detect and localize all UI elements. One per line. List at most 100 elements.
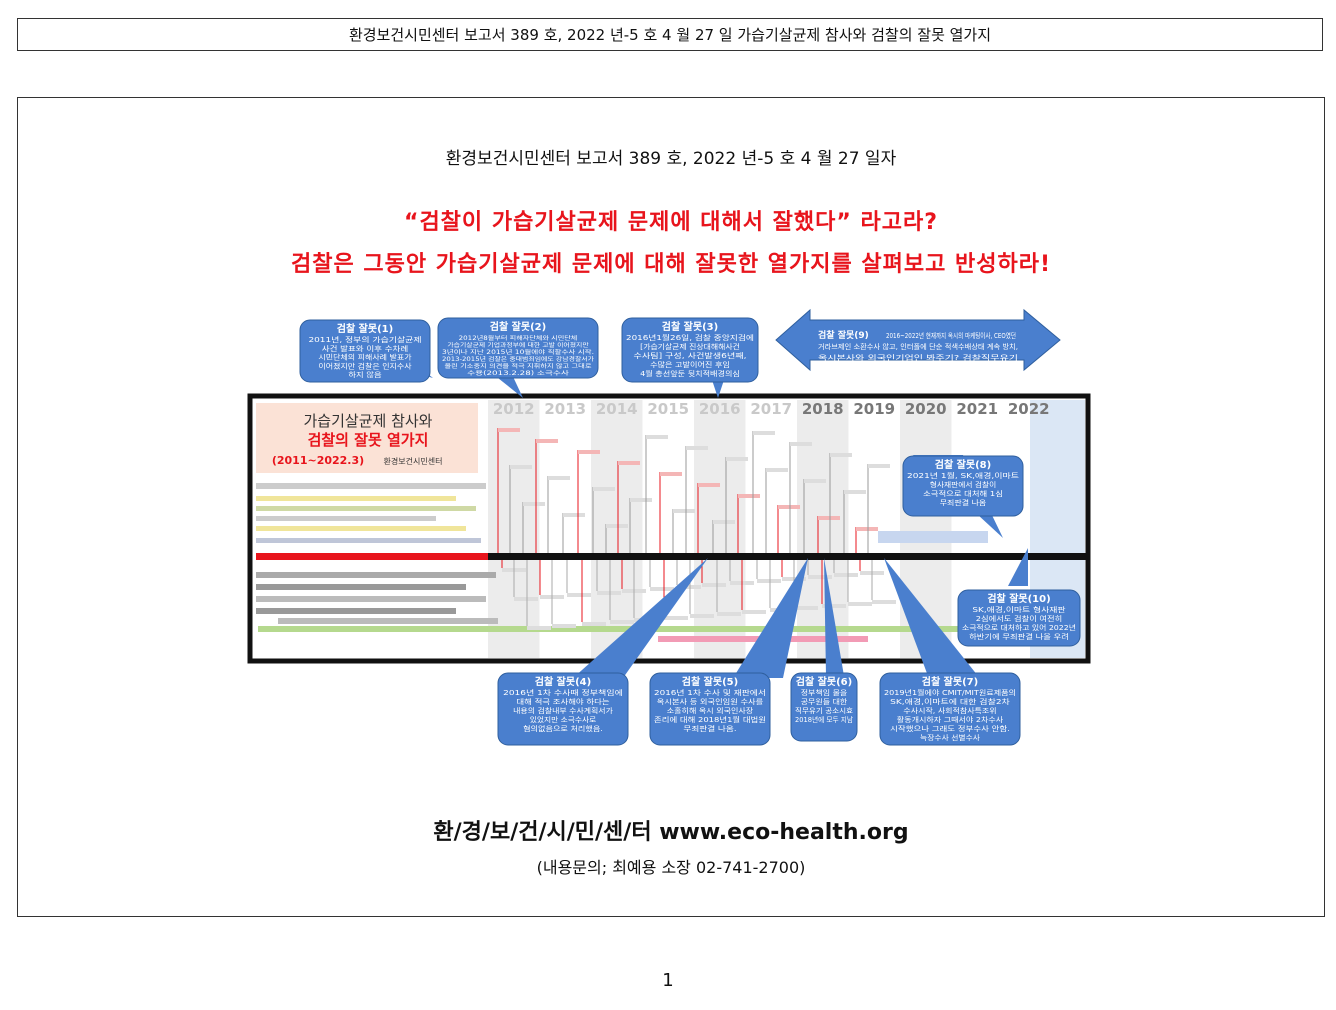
callout-line: 형사재판에서 검찰이	[930, 480, 997, 489]
callout-box	[902, 455, 1024, 517]
inner-title-2: 검찰의 잘못 열가지	[308, 431, 429, 449]
inner-org: 환경보건시민센터	[384, 456, 443, 466]
callout-line: 2011년, 정부의 가습기살균제	[308, 335, 421, 344]
callout-line: 2019년1월에야 CMIT/MIT원료제품의	[884, 688, 1016, 697]
event-label	[808, 575, 832, 579]
event-label	[552, 624, 576, 628]
callout-line: SK,애경,이마트 형사재판	[972, 605, 1066, 614]
inner-title-box	[256, 403, 478, 473]
callout-line: 2021년 1월, SK,애경,이마트	[907, 471, 1020, 480]
event-label	[726, 457, 748, 461]
event-label	[523, 502, 545, 506]
callout-title: 검찰 잘못(8)	[935, 458, 991, 471]
callout-box	[437, 317, 599, 379]
callout-box	[790, 672, 858, 742]
event-label	[822, 604, 846, 608]
callout-9-title: 검찰 잘못(9)	[818, 329, 869, 341]
callout-line: 수많은 고발이어진 후임	[650, 360, 730, 369]
callout-line: 2018년에 모두 지남	[795, 715, 854, 724]
callout-line: 무죄판결 나옴	[940, 498, 987, 507]
event-label	[610, 620, 634, 624]
callout-line: 가습기살균제 기업과정부에 대한 고발 이어졌지만	[447, 341, 589, 349]
event-label	[536, 439, 558, 443]
event-label	[713, 520, 735, 524]
callout-10-pointer	[1008, 548, 1028, 586]
year-label-2019: 2019	[853, 400, 895, 418]
report-box: 환경보건시민센터 보고서 389 호, 2022 년-5 호 4 월 27 일자…	[17, 97, 1325, 917]
callout-line: 시작했으나 그래도 정부수사 안함.	[890, 724, 1010, 733]
event-label	[606, 524, 628, 528]
event-label	[664, 616, 688, 620]
callout-line: 2016년1월26일, 검찰 중앙지검에	[626, 333, 754, 342]
event-label	[790, 442, 812, 446]
callout-line: 내용의 검찰내부 수사계획서가	[513, 706, 613, 715]
event-label	[698, 483, 720, 487]
event-label	[702, 583, 726, 587]
event-label	[514, 597, 538, 601]
callout-box	[621, 317, 759, 383]
callout-line: 옥시본사 등 외국인임원 수사를	[657, 697, 764, 706]
callout-line: [가습기살균제 진상대해해사건	[640, 342, 740, 351]
callout-9-line: 옥시본사와 외국인기업인 봐주기? 검찰직무유기	[818, 353, 1018, 362]
callout-line: 하반기에 무죄판결 나올 우려	[969, 632, 1069, 641]
callout-title: 검찰 잘못(1)	[337, 322, 393, 335]
callout-line: 공무원들 대한	[801, 697, 848, 706]
callout-line: 소홀히해 옥시 외국인사장	[667, 706, 754, 715]
callout-line: 수사시작, 사회적참사특조위	[903, 706, 996, 715]
callout-line: 4월 총선앞둔 뒷치적배경의심	[640, 369, 740, 378]
year-label-2018: 2018	[802, 400, 844, 418]
event-label	[618, 461, 640, 465]
callout-title: 검찰 잘못(2)	[490, 320, 546, 333]
callout-line: SK,애경,이마트에 대한 검찰2차	[890, 697, 1010, 706]
green-band	[258, 626, 878, 632]
year-label-2022: 2022	[1008, 400, 1050, 418]
page-header: 환경보건시민센터 보고서 389 호, 2022 년-5 호 4 월 27 일 …	[17, 18, 1323, 51]
callout-line: 있었지만 소극수사로	[530, 715, 597, 724]
callout-9-line: 거라브제인 소환수사 않고, 인터폴에 단순 적색수배상태 계속 방치,	[818, 342, 1018, 351]
event-label	[766, 468, 788, 472]
year-columns	[488, 400, 952, 658]
year-label-2016: 2016	[699, 400, 741, 418]
callout-title: 검찰 잘못(10)	[987, 592, 1050, 605]
timeline-bar-early	[256, 553, 488, 560]
year-label-2020: 2020	[905, 400, 947, 418]
callout-line: 늑장수사 선별수사	[920, 733, 980, 742]
event-label	[582, 622, 606, 626]
callout-line: 소극적으로 대처하고 있어 2022년	[962, 623, 1076, 632]
event-label	[757, 579, 781, 583]
event-label	[646, 435, 668, 439]
event-label	[872, 600, 896, 604]
callout-line: 무죄판결 나옴.	[683, 724, 736, 733]
event-label	[660, 472, 682, 476]
callout-6-pointer	[824, 558, 844, 676]
event-label	[818, 516, 840, 520]
event-label	[830, 453, 852, 457]
year-label-2021: 2021	[956, 400, 998, 418]
callout-title: 검찰 잘못(3)	[662, 320, 718, 333]
callout-line: 2016년 1차 수사때 정부책임에	[503, 688, 623, 697]
callout-9-line: 2016~2022년 현재까지 옥시의 마케팅이사, CEO였던	[886, 331, 1016, 340]
callout-line: 3년이나 지난 2015년 10월에야 직할수사 시작.	[442, 348, 594, 356]
event-label	[673, 509, 695, 513]
year-label-2013: 2013	[544, 400, 586, 418]
event-label	[742, 610, 766, 614]
callout-box	[879, 672, 1021, 746]
event-label	[597, 591, 621, 595]
footer-contact: (내용문의; 최예용 소장 02-741-2700)	[536, 858, 806, 877]
callout-line: 수용(2013.2.28) 소극수사	[467, 369, 570, 377]
event-label	[794, 606, 818, 610]
page-number: 1	[662, 970, 674, 991]
event-label	[778, 505, 800, 509]
event-label	[690, 614, 714, 618]
event-label	[677, 585, 701, 589]
timeline-bar	[256, 553, 1086, 560]
report-subtitle: 환경보건시민센터 보고서 389 호, 2022 년-5 호 4 월 27 일자	[445, 149, 897, 169]
event-label	[593, 487, 615, 491]
timeline-graphic: 가습기살균제 참사와 검찰의 잘못 열가지 (2011~2022.3) 환경보건…	[247, 308, 1091, 746]
